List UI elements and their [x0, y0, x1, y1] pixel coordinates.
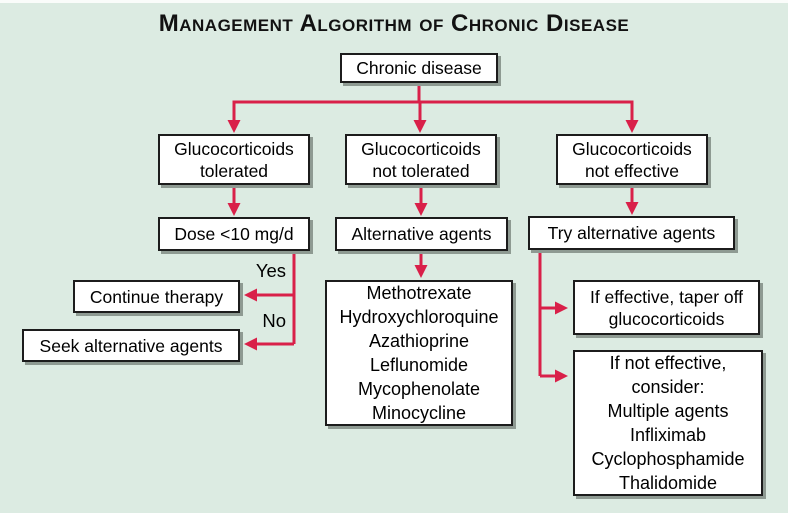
option-item: Thalidomide	[618, 473, 718, 493]
node-label: Seek alternative agents	[39, 335, 223, 356]
node-label: Continue therapy	[89, 286, 224, 307]
node-label: Chronic disease	[356, 58, 482, 78]
drug-item: Hydroxychloroquine	[339, 307, 499, 327]
option-item: Multiple agents	[607, 401, 729, 421]
try-branch-line	[538, 252, 556, 378]
diagram-title: Management Algorithm of Chronic Disease	[158, 10, 630, 37]
drug-item: Methotrexate	[366, 283, 472, 303]
node-label: Alternative agents	[351, 224, 492, 244]
node-alternative-agents: Alternative agents	[335, 217, 508, 251]
edge-label-yes: Yes	[255, 260, 286, 281]
node-dose-threshold: Dose <10 mg/d	[158, 217, 310, 251]
node-if-effective: If effective, taper off glucocorticoids	[573, 280, 760, 335]
edge-label-no: No	[262, 310, 286, 331]
arrowhead-down	[625, 202, 639, 215]
node-label: If not effective, consider:	[609, 353, 727, 397]
arrowhead-left	[244, 288, 257, 302]
node-glucocorticoids-not-effective: Glucocorticoids not effective	[556, 134, 708, 185]
node-label: Glucocorticoids not tolerated	[361, 138, 481, 181]
node-glucocorticoids-tolerated: Glucocorticoids tolerated	[158, 134, 310, 185]
node-label: Glucocorticoids not effective	[572, 138, 692, 181]
arrowhead-down	[625, 120, 639, 133]
drug-item: Azathioprine	[368, 331, 470, 351]
arrowhead-right	[555, 369, 568, 383]
arrowhead-down	[414, 203, 428, 216]
node-label: Glucocorticoids tolerated	[174, 138, 294, 181]
node-label: Dose <10 mg/d	[174, 224, 294, 244]
node-label: Try alternative agents	[547, 223, 716, 243]
arrowhead-down	[227, 203, 241, 216]
arrowhead-down	[227, 120, 241, 133]
node-continue-therapy: Continue therapy	[73, 280, 240, 313]
arrowhead-left	[244, 337, 257, 351]
node-drug-list: Methotrexate Hydroxychloroquine Azathiop…	[325, 280, 513, 426]
drug-item: Leflunomide	[369, 355, 469, 375]
option-item: Cyclophosphamide	[591, 449, 745, 469]
node-try-alternative-agents: Try alternative agents	[528, 216, 735, 250]
top-rail-line	[234, 83, 632, 104]
node-label: If effective, taper off glucocorticoids	[589, 286, 744, 329]
drug-item: Minocycline	[371, 403, 467, 423]
option-item: Infliximab	[629, 425, 707, 445]
node-glucocorticoids-not-tolerated: Glucocorticoids not tolerated	[345, 134, 497, 185]
arrowhead-down	[414, 265, 428, 278]
node-seek-alternative-agents: Seek alternative agents	[22, 329, 240, 362]
node-chronic-disease: Chronic disease	[340, 53, 498, 83]
arrowhead-down	[413, 120, 427, 133]
arrowhead-right	[555, 301, 568, 315]
drug-item: Mycophenolate	[357, 379, 481, 399]
node-if-not-effective: If not effective, consider: Multiple age…	[573, 350, 763, 496]
